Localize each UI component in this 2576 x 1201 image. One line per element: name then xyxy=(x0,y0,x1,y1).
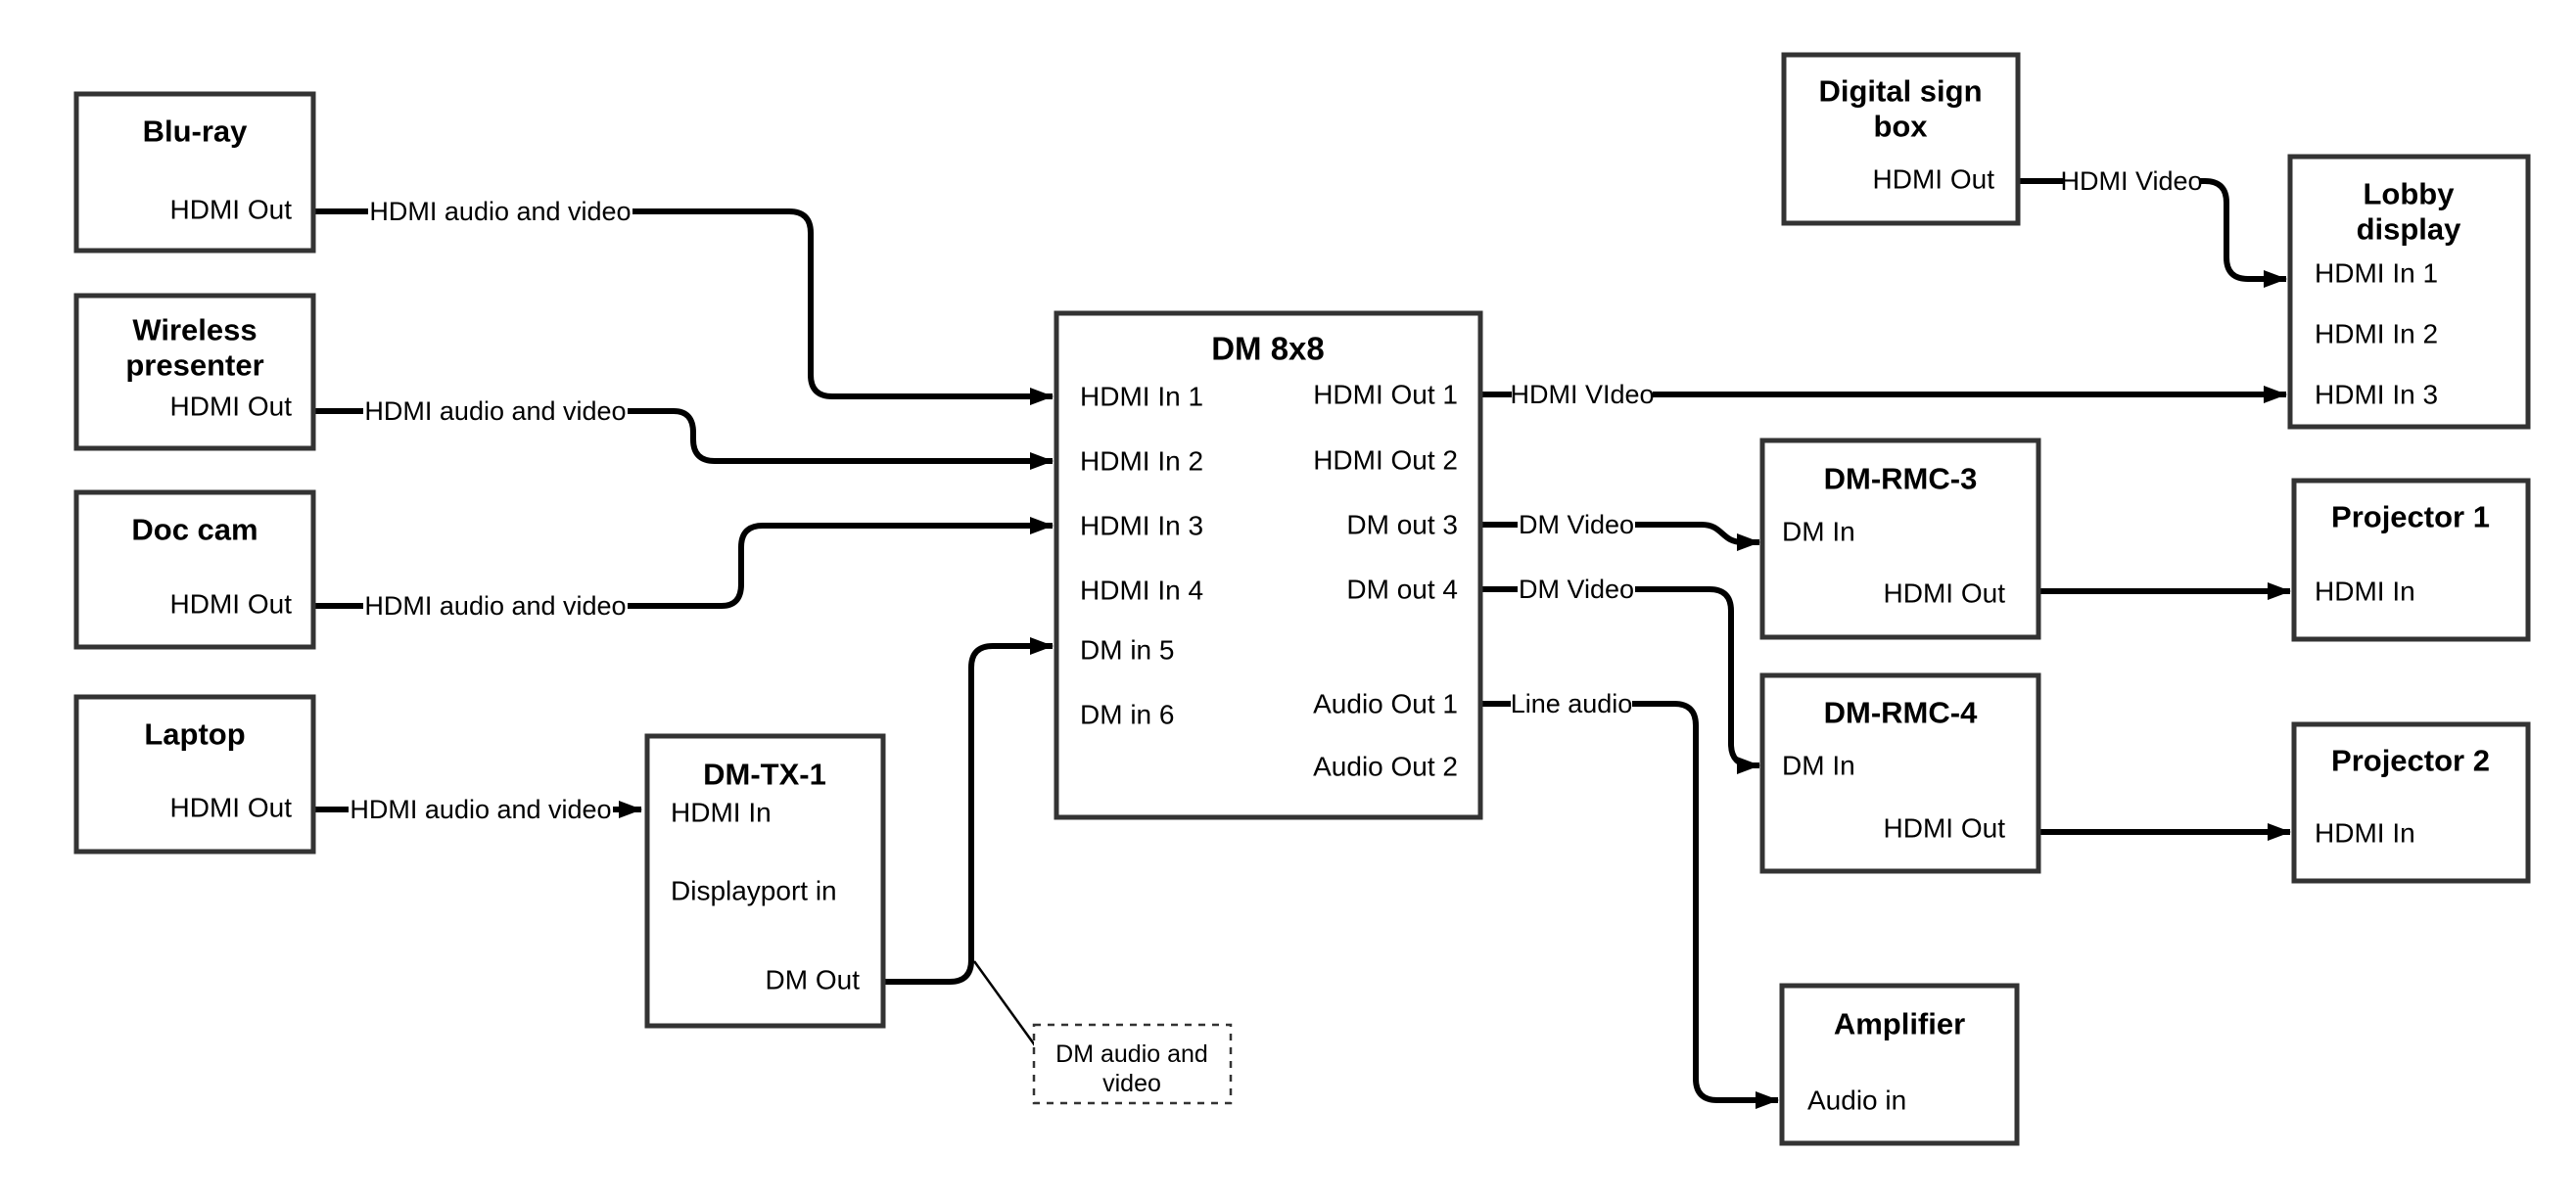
cable-labels: HDMI audio and video HDMI audio and vide… xyxy=(350,166,2202,824)
proj1-port-hdmi-in: HDMI In xyxy=(2315,577,2415,607)
cable-dm8x8-out4-to-rmc4 xyxy=(1480,586,1759,765)
label-bluray-cable: HDMI audio and video xyxy=(369,197,631,226)
proj2-box xyxy=(2291,721,2531,884)
lobby-port-hdmi-in-2: HDMI In 2 xyxy=(2315,319,2438,349)
dm8x8-port-audio-out-1: Audio Out 1 xyxy=(1313,689,1458,719)
lobby-box xyxy=(2287,154,2531,430)
doccam-box xyxy=(73,489,316,650)
node-lobby-display: Lobby display HDMI In 1 HDMI In 2 HDMI I… xyxy=(2287,154,2531,430)
dm8x8-port-hdmi-out-1: HDMI Out 1 xyxy=(1313,380,1458,410)
dm8x8-title: DM 8x8 xyxy=(1211,331,1325,367)
dm8x8-port-dm-in-5: DM in 5 xyxy=(1080,635,1174,666)
note-leader-line xyxy=(972,960,1037,1046)
amp-box xyxy=(1779,983,2020,1146)
note-box xyxy=(1032,1023,1233,1105)
cable-dmtx1-to-dm8x8 xyxy=(883,637,1054,985)
rmc3-port-dm-in: DM In xyxy=(1782,517,1855,547)
wireless-title-line2: presenter xyxy=(125,348,263,383)
amp-port-audio-in: Audio in xyxy=(1807,1086,1906,1116)
dmtx1-box xyxy=(644,733,886,1029)
dm8x8-port-dm-in-6: DM in 6 xyxy=(1080,700,1174,730)
node-doc-cam: Doc cam HDMI Out xyxy=(73,489,316,650)
dm8x8-port-hdmi-out-2: HDMI Out 2 xyxy=(1313,445,1458,476)
note-line2: video xyxy=(1102,1070,1161,1097)
wireless-box xyxy=(73,293,316,451)
label-out3-cable: DM Video xyxy=(1519,510,1634,539)
cable-wireless-to-dm8x8 xyxy=(314,408,1053,461)
node-projector2: Projector 2 HDMI In xyxy=(2291,721,2531,884)
amp-title: Amplifier xyxy=(1834,1007,1965,1041)
lobby-port-hdmi-in-3: HDMI In 3 xyxy=(2315,380,2438,410)
dm8x8-port-hdmi-in-3: HDMI In 3 xyxy=(1080,511,1203,541)
label-doccam-cable: HDMI audio and video xyxy=(364,591,626,621)
note-line1: DM audio and xyxy=(1055,1040,1208,1068)
dm8x8-port-dm-out-4: DM out 4 xyxy=(1346,575,1458,605)
rmc3-title: DM-RMC-3 xyxy=(1824,462,1978,496)
node-wireless-presenter: Wireless presenter HDMI Out xyxy=(73,293,316,451)
laptop-port-hdmi-out: HDMI Out xyxy=(170,793,293,823)
digsign-title-line2: box xyxy=(1873,110,1928,144)
cable-doccam-to-dm8x8 xyxy=(314,526,1053,609)
dmtx1-port-dm-out: DM Out xyxy=(766,965,861,995)
dmtx1-port-hdmi-in: HDMI In xyxy=(671,798,772,828)
node-dm8x8: DM 8x8 HDMI In 1 HDMI In 2 HDMI In 3 HDM… xyxy=(1054,310,1483,820)
proj1-box xyxy=(2291,478,2531,642)
rmc3-port-hdmi-out: HDMI Out xyxy=(1884,578,2006,609)
label-out1-cable: HDMI VIdeo xyxy=(1510,380,1654,409)
label-wireless-cable: HDMI audio and video xyxy=(364,396,626,426)
digsign-title-line1: Digital sign xyxy=(1818,74,1982,109)
bluray-box xyxy=(73,91,316,254)
dmtx1-port-displayport-in: Displayport in xyxy=(671,876,837,906)
digsign-port-hdmi-out: HDMI Out xyxy=(1873,164,1995,195)
node-digital-sign-box: Digital sign box HDMI Out xyxy=(1781,52,2021,226)
node-rmc4: DM-RMC-4 DM In HDMI Out xyxy=(1759,672,2041,874)
dm8x8-box xyxy=(1054,310,1483,820)
dm8x8-port-hdmi-in-2: HDMI In 2 xyxy=(1080,446,1203,477)
wireless-port-hdmi-out: HDMI Out xyxy=(170,392,293,422)
rmc4-title: DM-RMC-4 xyxy=(1824,696,1978,730)
node-bluray: Blu-ray HDMI Out xyxy=(73,91,316,254)
dm8x8-port-hdmi-in-1: HDMI In 1 xyxy=(1080,382,1203,412)
rmc4-port-dm-in: DM In xyxy=(1782,751,1855,781)
cable-dm8x8-audio1-to-amp xyxy=(1480,701,1778,1100)
node-laptop: Laptop HDMI Out xyxy=(73,694,316,855)
lobby-title-line1: Lobby xyxy=(2364,177,2456,211)
dm8x8-port-dm-out-3: DM out 3 xyxy=(1346,510,1458,540)
dmtx1-title: DM-TX-1 xyxy=(703,758,826,792)
wireless-title-line1: Wireless xyxy=(132,313,257,347)
label-out4-cable: DM Video xyxy=(1519,575,1634,604)
note-dm-audio-video: DM audio and video xyxy=(1032,1023,1233,1105)
label-audio1-cable: Line audio xyxy=(1511,689,1633,718)
digsign-box xyxy=(1781,52,2021,226)
proj1-title: Projector 1 xyxy=(2331,500,2490,534)
node-rmc3: DM-RMC-3 DM In HDMI Out xyxy=(1759,438,2041,640)
proj2-title: Projector 2 xyxy=(2331,744,2490,778)
laptop-box xyxy=(73,694,316,855)
dm8x8-port-hdmi-in-4: HDMI In 4 xyxy=(1080,576,1203,606)
doccam-port-hdmi-out: HDMI Out xyxy=(170,589,293,620)
lobby-port-hdmi-in-1: HDMI In 1 xyxy=(2315,258,2438,289)
laptop-title: Laptop xyxy=(144,717,245,752)
cable-bluray-to-dm8x8 xyxy=(314,208,1053,396)
rmc4-port-hdmi-out: HDMI Out xyxy=(1884,813,2006,844)
rmc3-box xyxy=(1759,438,2041,640)
dm8x8-port-audio-out-2: Audio Out 2 xyxy=(1313,752,1458,782)
doccam-title: Doc cam xyxy=(131,513,258,547)
bluray-port-hdmi-out: HDMI Out xyxy=(170,195,293,225)
cable-digsign-to-lobby xyxy=(2018,178,2286,279)
node-dmtx1: DM-TX-1 HDMI In Displayport in DM Out xyxy=(644,733,886,1029)
rmc4-box xyxy=(1759,672,2041,874)
lobby-title-line2: display xyxy=(2357,212,2462,247)
cables xyxy=(314,178,2290,1100)
label-laptop-cable: HDMI audio and video xyxy=(350,795,611,824)
bluray-title: Blu-ray xyxy=(143,115,249,149)
cable-dm8x8-out3-to-rmc3 xyxy=(1480,525,1759,542)
node-amplifier: Amplifier Audio in xyxy=(1779,983,2020,1146)
node-projector1: Projector 1 HDMI In xyxy=(2291,478,2531,642)
proj2-port-hdmi-in: HDMI In xyxy=(2315,818,2415,849)
label-digsign-cable: HDMI Video xyxy=(2060,166,2202,196)
